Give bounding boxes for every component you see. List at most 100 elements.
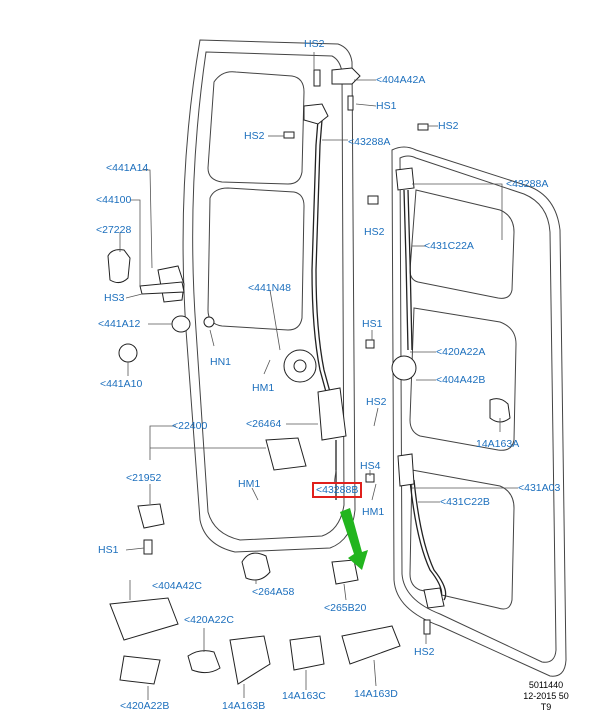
right-door-inner-outline	[399, 155, 557, 663]
bolt-hs2-left-top	[283, 131, 295, 139]
label-hs2-right-mid: HS2	[364, 226, 385, 238]
part-420a22c	[187, 650, 221, 674]
reference-block: 5011440 12-2015 50 T9	[516, 680, 576, 713]
part-14a163c	[289, 635, 325, 671]
rod-43288a-left-b	[315, 119, 331, 393]
right-door-middle-window	[409, 307, 517, 451]
part-right-top-striker	[395, 167, 415, 191]
leader-hm1-left	[251, 487, 259, 501]
label-264a58: <264A58	[252, 586, 295, 598]
part-14a163a	[489, 398, 511, 423]
bolt-hs1-left	[143, 539, 153, 555]
leader-265b20	[343, 583, 347, 601]
leader-hm1-mid	[263, 359, 271, 375]
highlight-arrow	[340, 508, 368, 570]
label-hs2-center: HS2	[366, 396, 387, 408]
label-hm1-left: HM1	[238, 478, 261, 490]
part-handle-lever	[139, 281, 185, 295]
label-265b20: <265B20	[324, 602, 367, 614]
label-43288a-upper: <43288A	[348, 136, 391, 148]
right-door-upper-window	[409, 189, 515, 299]
left-door-outline	[182, 39, 356, 553]
bolt-hs2-bottom	[423, 619, 431, 635]
bolt-hs1-top	[347, 95, 354, 111]
leader-43288a-right	[412, 183, 503, 240]
part-265b20	[331, 559, 359, 585]
part-26464	[317, 387, 347, 441]
label-hs3: HS3	[104, 292, 125, 304]
label-hm1-right: HM1	[362, 506, 385, 518]
label-404a42c: <404A42C	[152, 580, 202, 592]
reference-sheet: T9	[540, 702, 552, 712]
rod-431c22b-b	[413, 479, 447, 601]
label-21952: <21952	[126, 472, 162, 484]
rod-43288a-left	[311, 119, 327, 393]
label-441a14: <441A14	[106, 162, 149, 174]
label-14a163a: 14A163A	[476, 438, 520, 450]
part-404a42c	[109, 597, 179, 641]
part-404a42b	[391, 355, 417, 381]
leader-441a14	[142, 169, 153, 269]
label-hs1-left: HS1	[98, 544, 119, 556]
label-14a163d: 14A163D	[354, 688, 398, 700]
label-26464: <26464	[246, 418, 282, 430]
leader-hm1-right	[371, 483, 377, 501]
part-21952	[137, 503, 165, 529]
part-441a12	[171, 315, 191, 333]
leader-hs3	[125, 293, 143, 299]
label-hs2-left-top: HS2	[244, 130, 265, 142]
left-door-upper-window	[207, 71, 305, 185]
label-44100: <44100	[96, 194, 132, 206]
bolt-hn1	[203, 316, 215, 328]
rod-431c22a	[403, 189, 409, 351]
label-431c22b: <431C22B	[440, 496, 490, 508]
highlighted-part-43288b[interactable]: <43288B	[312, 482, 363, 498]
part-420a22b	[119, 655, 161, 685]
reference-date: 12-2015 50	[523, 691, 569, 701]
part-upper-striker	[303, 103, 329, 125]
reference-number: 5011440	[528, 680, 564, 690]
part-441n48-hub	[293, 359, 307, 373]
bolt-hs1-right	[365, 339, 375, 349]
label-431a03: <431A03	[518, 482, 561, 494]
leader-hs1-left	[125, 547, 145, 551]
rod-431c22b	[409, 479, 443, 601]
leader-22400	[149, 425, 176, 460]
label-14a163b: 14A163B	[222, 700, 266, 712]
label-27228: <27228	[96, 224, 132, 236]
label-441a12: <441A12	[98, 318, 141, 330]
label-43288a-right: <43288A	[506, 178, 549, 190]
part-22400	[265, 437, 307, 471]
leader-hs2-center	[373, 407, 379, 427]
label-hs1-right: HS1	[362, 318, 383, 330]
leader-14a163d	[373, 659, 377, 687]
left-door-middle-window	[207, 187, 305, 331]
label-hs1-top: HS1	[376, 100, 397, 112]
leader-441n48	[269, 289, 281, 351]
leader-hs1-top	[355, 103, 377, 107]
part-441a10	[118, 343, 138, 363]
label-hm1-mid: HM1	[252, 382, 275, 394]
label-22400: <22400	[172, 420, 208, 432]
right-door-outline	[391, 146, 567, 677]
part-264a58	[241, 552, 271, 581]
label-441a10: <441A10	[100, 378, 143, 390]
bolt-hs2-top	[313, 69, 321, 87]
label-431c22a: <431C22A	[424, 240, 474, 252]
label-404a42b: <404A42B	[436, 374, 486, 386]
bolt-hs2-right-top	[417, 123, 429, 131]
leader-hn1	[209, 329, 215, 347]
label-hs2-top: HS2	[304, 38, 325, 50]
label-hs2-bottom: HS2	[414, 646, 435, 658]
label-hn1: HN1	[210, 356, 232, 368]
part-27228	[107, 249, 131, 284]
part-404a42a	[331, 67, 361, 85]
part-14a163d	[341, 625, 401, 665]
label-14a163c: 14A163C	[282, 690, 326, 702]
leader-43288b	[333, 469, 337, 485]
bolt-hs2-right-mid	[367, 195, 379, 205]
label-hs4: HS4	[360, 460, 381, 472]
label-404a42a: <404A42A	[376, 74, 426, 86]
